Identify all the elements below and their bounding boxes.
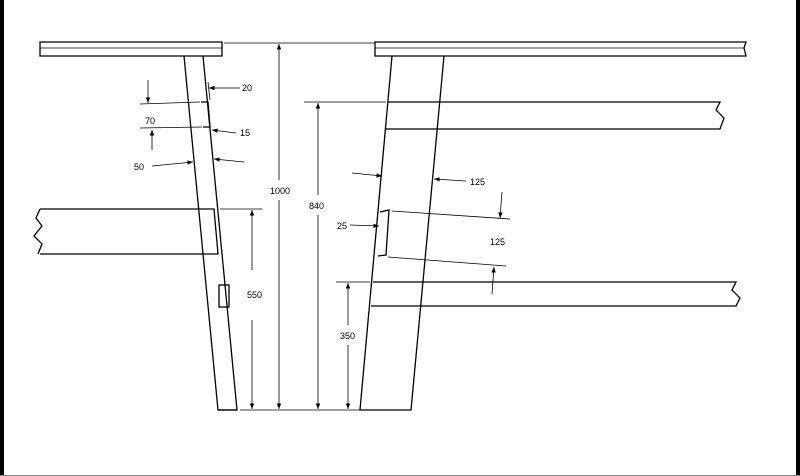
right-dim-350: 350 [336, 281, 370, 409]
dim-label-840: 840 [309, 201, 324, 211]
right-dim-spacing-125: 125 [387, 191, 511, 295]
right-leg-notch [377, 209, 390, 257]
right-dim-leg-125: 125 [351, 172, 485, 187]
right-dim-25: 25 [337, 221, 380, 231]
left-leg [183, 55, 238, 411]
frame-border-right [796, 0, 800, 476]
frame-border-left [0, 0, 4, 476]
dim-label-50: 50 [134, 162, 144, 172]
dim-label-70: 70 [145, 116, 155, 126]
left-dim-550: 550 [220, 208, 262, 409]
overall-dim-1000: 1000 [224, 42, 375, 411]
right-top-slab [374, 41, 747, 57]
dim-label-20: 20 [242, 83, 252, 93]
dim-label-25: 25 [337, 221, 347, 231]
left-seat-board [33, 208, 219, 255]
left-dim-70: 70 [139, 80, 203, 150]
dim-label-125-leg: 125 [470, 177, 485, 187]
dim-label-1000: 1000 [270, 186, 290, 196]
left-dim-15: 15 [211, 128, 250, 138]
left-leg-lower-notch [218, 284, 230, 308]
right-leg [359, 55, 445, 411]
dim-label-350: 350 [340, 331, 355, 341]
dim-label-550: 550 [247, 290, 262, 300]
right-seat-rail [371, 281, 741, 307]
right-back-rail [386, 101, 725, 130]
left-dim-20: 20 [207, 81, 252, 101]
right-dim-840: 840 [304, 101, 386, 409]
left-dim-50: 50 [134, 157, 245, 172]
dim-label-125-spacing: 125 [490, 237, 505, 247]
dim-label-15: 15 [240, 128, 250, 138]
left-leg-upper-notch [201, 101, 211, 128]
left-top-slab [39, 41, 223, 57]
